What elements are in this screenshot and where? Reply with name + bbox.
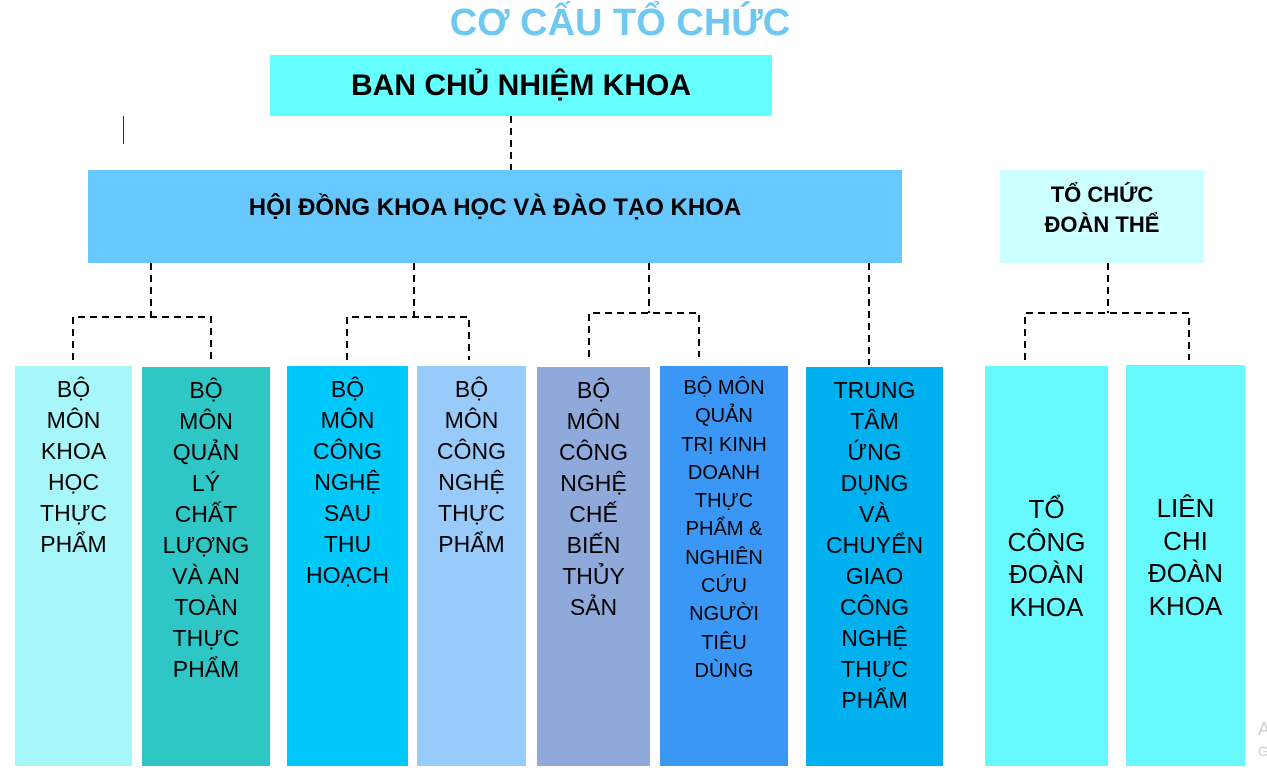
department-line: TIÊU [701, 631, 747, 654]
department-line: KHOA [40, 438, 107, 464]
department-line: THỰC [438, 500, 505, 526]
department-line: THỰC [694, 490, 754, 513]
department-line: BỘ [56, 376, 91, 402]
department-column: BỘ MÔN CÔNG NGHỆ SAU THU HOẠCH [287, 366, 408, 766]
department-line: VÀ [859, 501, 890, 527]
department-line: CỨU [701, 575, 747, 598]
council-box-label: HỘI ĐỒNG KHOA HỌC VÀ ĐÀO TẠO KHOA [248, 194, 742, 221]
department-column: BỘ MÔN QUẢN TRỊ KINH DOANH THỰC PHẨM & NGHIÊN C… [660, 366, 788, 766]
department-line: CÔNG [313, 438, 382, 464]
union-line: LIÊN [1156, 493, 1215, 523]
union-line: CÔNG [1007, 526, 1086, 557]
department-line: THỰC [172, 625, 240, 651]
union-box-line: ĐOÀN THỂ [1044, 212, 1160, 237]
department-line: LƯỢNG [162, 532, 250, 558]
department-line: ỨNG [847, 439, 902, 465]
department-line: DÙNG [694, 659, 754, 682]
department-line: NGHIÊN [685, 546, 763, 569]
connector-group1-branch [72, 316, 212, 360]
department-column: BỘ MÔN KHOA HỌC THỰC PHẨM [15, 366, 132, 766]
department-line: BỘ [330, 376, 365, 402]
department-line: CHUYỂN [825, 532, 924, 558]
department-column: TRUNG TÂM ỨNG DỤNG VÀ CHUYỂN GIAO CÔNG NGHỆ THỰC P… [806, 367, 943, 766]
department-line: BỘ MÔN [683, 377, 765, 399]
department-line: NGHỆ [314, 469, 381, 495]
department-line: BỘ [454, 376, 489, 402]
council-box: HỘI ĐỒNG KHOA HỌC VÀ ĐÀO TẠO KHOA [88, 170, 902, 263]
department-line: MÔN [179, 408, 233, 434]
connector-union-branch [1024, 312, 1190, 360]
page-title: CƠ CẤU TỔ CHỨC [449, 2, 791, 44]
department-line: QUẢN [172, 439, 240, 465]
union-line: KHOA [1148, 590, 1223, 621]
department-line: LÝ [191, 470, 221, 496]
union-line: ĐOÀN [1147, 558, 1224, 588]
union-line: KHOA [1009, 591, 1084, 622]
department-line: GIAO [845, 563, 904, 589]
department-line: HỌC [47, 469, 100, 495]
department-line: CHẾ [569, 501, 618, 527]
department-line: MÔN [46, 407, 101, 433]
department-line: CÔNG [437, 438, 506, 464]
department-line: TOÀN [174, 594, 238, 620]
top-box-label: BAN CHỦ NHIỆM KHOA [351, 68, 691, 102]
department-line: THU [323, 531, 372, 557]
corner-text-line: A [1258, 719, 1267, 739]
department-column: BỘ MÔN QUẢN LÝ CHẤT LƯỢNG VÀ AN TOÀN THỰC PHẨM [142, 367, 270, 766]
department-line: THỰC [841, 656, 908, 682]
department-column: BỘ MÔN CÔNG NGHỆ THỰC PHẨM [417, 366, 526, 766]
connector-group3-branch [588, 312, 700, 357]
corner-text-line: G [1258, 743, 1267, 759]
department-line: SAU [323, 500, 372, 526]
department-line: NGƯỜI [689, 603, 759, 626]
department-line: PHẨM [438, 531, 505, 557]
department-line: THỰC [40, 500, 107, 526]
top-box: BAN CHỦ NHIỆM KHOA [270, 55, 772, 116]
department-line: THỦY [562, 563, 625, 589]
union-box-line: TỔ CHỨC [1050, 182, 1154, 207]
department-line: MÔN [566, 408, 621, 434]
department-line: TRUNG [833, 377, 916, 403]
department-line: BỘ [189, 377, 223, 403]
department-line: PHẨM & [685, 518, 763, 541]
corner-text: A G [1258, 718, 1267, 762]
department-line: TÂM [850, 408, 899, 434]
department-line: CÔNG [840, 594, 909, 620]
text-cursor [123, 116, 124, 144]
department-line: HOẠCH [305, 562, 390, 588]
department-line: BỘ [576, 377, 611, 403]
union-box: TỔ CHỨC ĐOÀN THỂ [1000, 170, 1204, 263]
department-line: VÀ AN [172, 563, 240, 589]
department-line: MÔN [320, 407, 375, 433]
department-line: NGHỆ [560, 470, 627, 496]
department-line: QUẢN [695, 405, 753, 428]
department-line: PHẨM [841, 687, 908, 713]
department-line: NGHỆ [438, 469, 505, 495]
connector-group2-branch [346, 316, 470, 360]
department-line: MÔN [444, 407, 499, 433]
union-line: ĐOÀN [1008, 559, 1085, 589]
department-line: NGHỆ [841, 625, 908, 651]
union-line: CHI [1163, 525, 1208, 556]
department-column: BỘ MÔN CÔNG NGHỆ CHẾ BIẾN THỦY SẢN [537, 367, 650, 766]
department-line: CÔNG [559, 439, 628, 465]
department-line: DOANH [687, 461, 761, 484]
department-line: DỤNG [840, 470, 909, 496]
department-line: CHẤT [174, 501, 238, 527]
department-line: BIẾN [566, 532, 621, 558]
department-line: PHẨM [172, 656, 240, 682]
department-line: PHẨM [40, 531, 107, 557]
department-line: TRỊ KINH [681, 433, 767, 456]
department-line: SẢN [569, 594, 618, 620]
union-line: TỔ [1028, 494, 1065, 524]
